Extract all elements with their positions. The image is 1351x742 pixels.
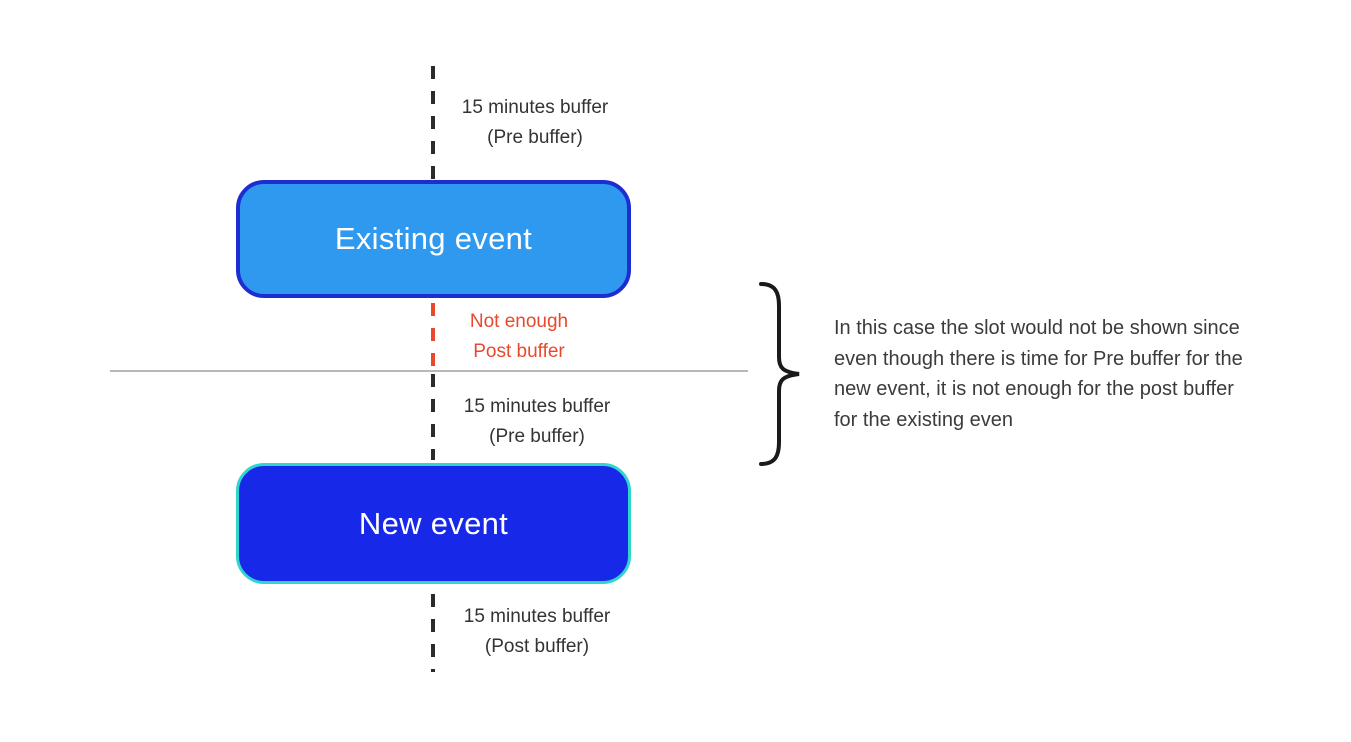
existing-event-box: Existing event: [236, 180, 631, 298]
pre-buffer-label-new-event: 15 minutes buffer (Pre buffer): [427, 392, 647, 452]
dashed-timeline-segment-warning: [431, 303, 435, 367]
dashed-timeline-segment-middle: [431, 374, 435, 460]
new-event-label: New event: [358, 505, 509, 541]
new-event-box: New event: [236, 463, 631, 584]
post-buffer-label-bottom-line1: 15 minutes buffer: [463, 606, 611, 627]
dashed-timeline-segment-top: [431, 66, 435, 180]
availability-divider-line: [110, 370, 748, 372]
annotation-text: In this case the slot would not be shown…: [834, 317, 1243, 431]
pre-buffer-label-top-line1: 15 minutes buffer: [461, 97, 609, 118]
not-enough-post-buffer-label: Not enough Post buffer: [409, 307, 629, 367]
curly-brace-icon: [759, 282, 800, 466]
pre-buffer-label-new-line2: (Pre buffer): [489, 426, 585, 447]
pre-buffer-label-top-line2: (Pre buffer): [487, 127, 583, 148]
post-buffer-label-bottom: 15 minutes buffer (Post buffer): [427, 602, 647, 662]
pre-buffer-label-new-line1: 15 minutes buffer: [463, 396, 611, 417]
dashed-timeline-segment-bottom: [431, 594, 435, 672]
existing-event-label: Existing event: [334, 221, 533, 256]
not-enough-post-buffer-line2: Post buffer: [473, 341, 565, 362]
post-buffer-label-bottom-line2: (Post buffer): [484, 636, 590, 657]
pre-buffer-label-top: 15 minutes buffer (Pre buffer): [425, 93, 645, 153]
not-enough-post-buffer-line1: Not enough: [469, 311, 569, 332]
